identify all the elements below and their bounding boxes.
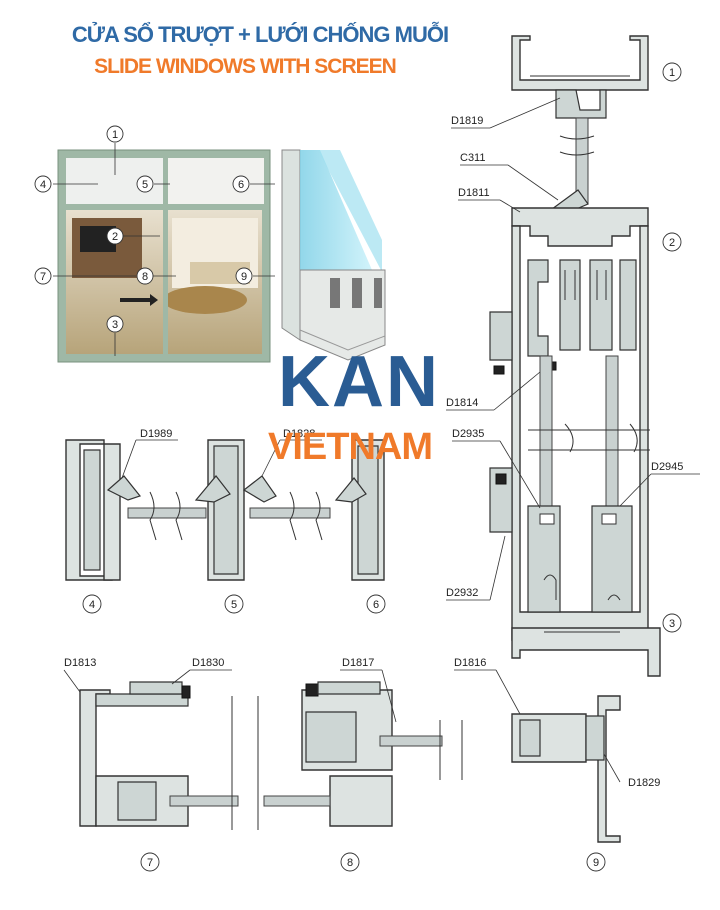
svg-text:D1817: D1817 xyxy=(342,657,374,669)
window-photo xyxy=(57,149,271,363)
label-c311: C311 xyxy=(460,152,559,201)
label-d2935: D2935 xyxy=(452,428,541,509)
label-d1829: D1829 xyxy=(603,753,660,789)
svg-text:7: 7 xyxy=(40,271,46,283)
section-number-4: 4 xyxy=(82,594,102,614)
photo-marker-1: 1 xyxy=(106,125,124,143)
label-d1813: D1813 xyxy=(63,657,96,693)
svg-text:D1819: D1819 xyxy=(451,115,483,127)
svg-text:D2935: D2935 xyxy=(452,428,484,440)
section-6 xyxy=(334,439,385,581)
svg-text:D1989: D1989 xyxy=(140,428,172,440)
svg-text:4: 4 xyxy=(89,599,95,611)
label-d1989: D1989 xyxy=(121,428,178,479)
svg-text:D1829: D1829 xyxy=(628,777,660,789)
svg-text:4: 4 xyxy=(40,179,46,191)
svg-text:1: 1 xyxy=(669,67,675,79)
label-d1819: D1819 xyxy=(451,97,561,129)
svg-text:D1828: D1828 xyxy=(283,428,315,440)
section-4 xyxy=(65,439,207,581)
label-d1811: D1811 xyxy=(458,187,521,213)
svg-text:7: 7 xyxy=(147,857,153,869)
svg-text:5: 5 xyxy=(142,179,148,191)
section-number-2: 2 xyxy=(662,232,682,252)
section-5 xyxy=(194,439,331,581)
section-8 xyxy=(263,681,463,827)
profile-cutaway xyxy=(281,149,386,361)
svg-text:3: 3 xyxy=(669,618,675,630)
photo-leaders xyxy=(53,143,275,356)
svg-text:6: 6 xyxy=(238,179,244,191)
photo-marker-4: 4 xyxy=(34,175,52,193)
label-d2945: D2945 xyxy=(619,461,700,507)
svg-text:D1813: D1813 xyxy=(64,657,96,669)
svg-text:D2945: D2945 xyxy=(651,461,683,473)
section-number-6: 6 xyxy=(366,594,386,614)
section-number-1: 1 xyxy=(662,62,682,82)
svg-text:D1816: D1816 xyxy=(454,657,486,669)
svg-text:8: 8 xyxy=(142,271,148,283)
svg-text:3: 3 xyxy=(112,319,118,331)
photo-marker-5: 5 xyxy=(136,175,154,193)
photo-marker-9: 9 xyxy=(235,267,253,285)
svg-text:D1814: D1814 xyxy=(446,397,478,409)
svg-text:9: 9 xyxy=(241,271,247,283)
section-9 xyxy=(511,695,621,843)
section-number-7: 7 xyxy=(140,852,160,872)
label-d1828: D1828 xyxy=(261,428,322,477)
svg-text:5: 5 xyxy=(231,599,237,611)
title-vietnamese: CỬA SỔ TRƯỢT + LƯỚI CHỐNG MUỖI xyxy=(71,22,449,47)
label-d1816: D1816 xyxy=(454,657,521,715)
photo-marker-7: 7 xyxy=(34,267,52,285)
svg-text:2: 2 xyxy=(669,237,675,249)
brand-logo-vietnam: VIETNAM xyxy=(268,426,433,468)
label-d1817: D1817 xyxy=(340,657,397,723)
svg-text:9: 9 xyxy=(593,857,599,869)
brand-logo-kan: KAN xyxy=(278,342,440,422)
svg-text:D2932: D2932 xyxy=(446,587,478,599)
title-english: SLIDE WINDOWS WITH SCREEN xyxy=(94,55,397,78)
photo-marker-6: 6 xyxy=(232,175,250,193)
svg-text:D1830: D1830 xyxy=(192,657,224,669)
label-d1830: D1830 xyxy=(171,657,232,685)
svg-text:D1811: D1811 xyxy=(458,187,490,199)
section-7 xyxy=(79,681,259,830)
photo-marker-8: 8 xyxy=(136,267,154,285)
section-number-8: 8 xyxy=(340,852,360,872)
section-number-3: 3 xyxy=(662,613,682,633)
label-d1814: D1814 xyxy=(446,371,541,411)
svg-text:1: 1 xyxy=(112,129,118,141)
section-number-5: 5 xyxy=(224,594,244,614)
svg-text:6: 6 xyxy=(373,599,379,611)
photo-marker-3: 3 xyxy=(106,315,124,333)
svg-text:2: 2 xyxy=(112,231,118,243)
svg-text:8: 8 xyxy=(347,857,353,869)
svg-text:C311: C311 xyxy=(460,152,485,164)
section-number-9: 9 xyxy=(586,852,606,872)
photo-marker-2: 2 xyxy=(106,227,124,245)
vertical-section xyxy=(489,35,661,677)
label-d2932: D2932 xyxy=(446,535,506,601)
